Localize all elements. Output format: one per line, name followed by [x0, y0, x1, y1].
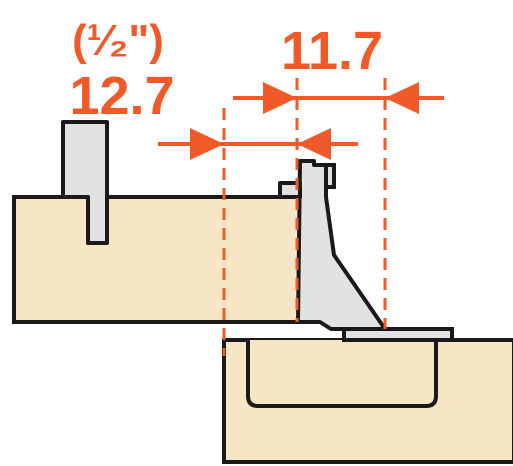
hinge-arm-tab — [324, 163, 336, 189]
hinge-cup-recess — [246, 340, 438, 408]
arrow-head-11-7-right — [385, 82, 419, 114]
hinge-mounting-plate — [278, 181, 302, 199]
arrow-head-12-7-right — [297, 128, 331, 160]
arrow-head-12-7-left — [190, 128, 224, 160]
left-dimension-label: 12.7 — [69, 66, 174, 126]
mounting-plug — [61, 120, 109, 245]
right-dimension-label: 11.7 — [281, 21, 383, 81]
imperial-dimension-label: (¹⁄₂") — [72, 16, 164, 65]
hinge-arm — [296, 159, 387, 331]
upper-panel — [12, 195, 316, 324]
arrow-head-11-7-left — [263, 82, 297, 114]
hinge-cup-plate — [342, 327, 454, 342]
